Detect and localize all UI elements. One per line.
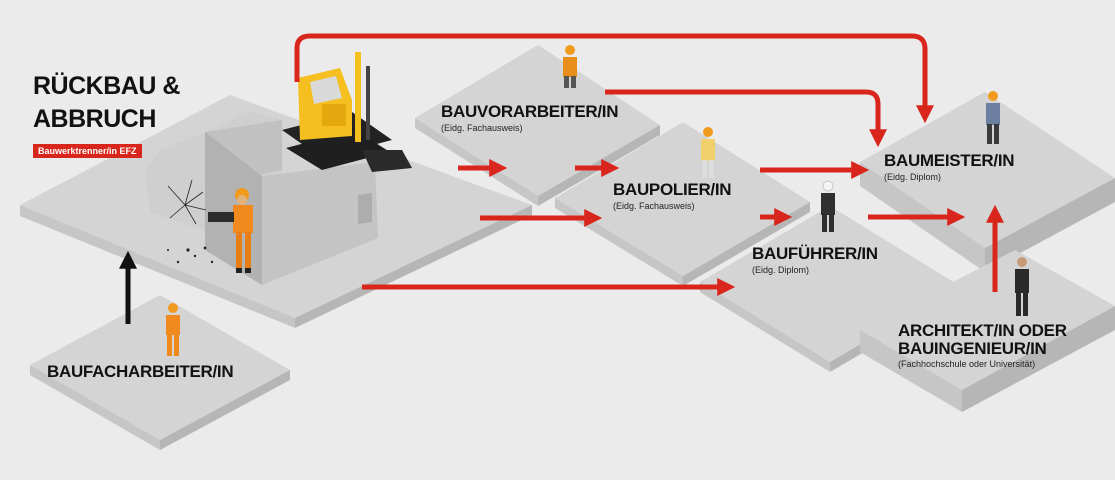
main-title-line1: RÜCKBAU & [33, 72, 180, 100]
figure-bauvorarbeiter [563, 45, 577, 88]
figure-baufuehrer [821, 180, 835, 232]
arrows [119, 33, 1004, 324]
figure-baupolier [701, 127, 715, 178]
rubble [167, 246, 214, 264]
label-baufacharbeiter: BAUFACHARBEITER/IN [47, 362, 234, 381]
label-baumeister: BAUMEISTER/IN [884, 151, 1015, 170]
worker-jackhammer [208, 188, 253, 273]
figure-architekt [1015, 257, 1029, 316]
label-baufuehrer: BAUFÜHRER/IN [752, 244, 878, 263]
label-baupolier: BAUPOLIER/IN [613, 180, 732, 199]
figure-baumeister [986, 91, 1000, 144]
sub-baupolier: (Eidg. Fachausweis) [613, 201, 695, 211]
sub-baumeister: (Eidg. Diplom) [884, 172, 942, 182]
figure-baufacharbeiter [166, 303, 180, 356]
arrow-excavator-to-baumeister [294, 33, 934, 124]
label-bauvorarbeiter: BAUVORARBEITER/IN [441, 102, 619, 121]
sub-bauvorarbeiter: (Eidg. Fachausweis) [441, 123, 523, 133]
sub-architekt: (Fachhochschule oder Universität) [898, 359, 1036, 369]
platform-baufacharbeiter [30, 295, 290, 450]
sub-baufuehrer: (Eidg. Diplom) [752, 265, 810, 275]
cracked-wall [167, 179, 207, 225]
main-badge: Bauwerktrenner/in EFZ [33, 144, 142, 158]
label-architekt-line2: BAUINGENIEUR/IN [898, 339, 1047, 358]
arrow-bauvorarbeiter-to-baumeister [605, 89, 887, 148]
platform-architekt [860, 250, 1115, 412]
main-title-line2: ABBRUCH [33, 105, 156, 133]
excavator [282, 52, 412, 172]
label-architekt-line1: ARCHITEKT/IN ODER [898, 321, 1067, 340]
demolished-building [145, 112, 378, 285]
